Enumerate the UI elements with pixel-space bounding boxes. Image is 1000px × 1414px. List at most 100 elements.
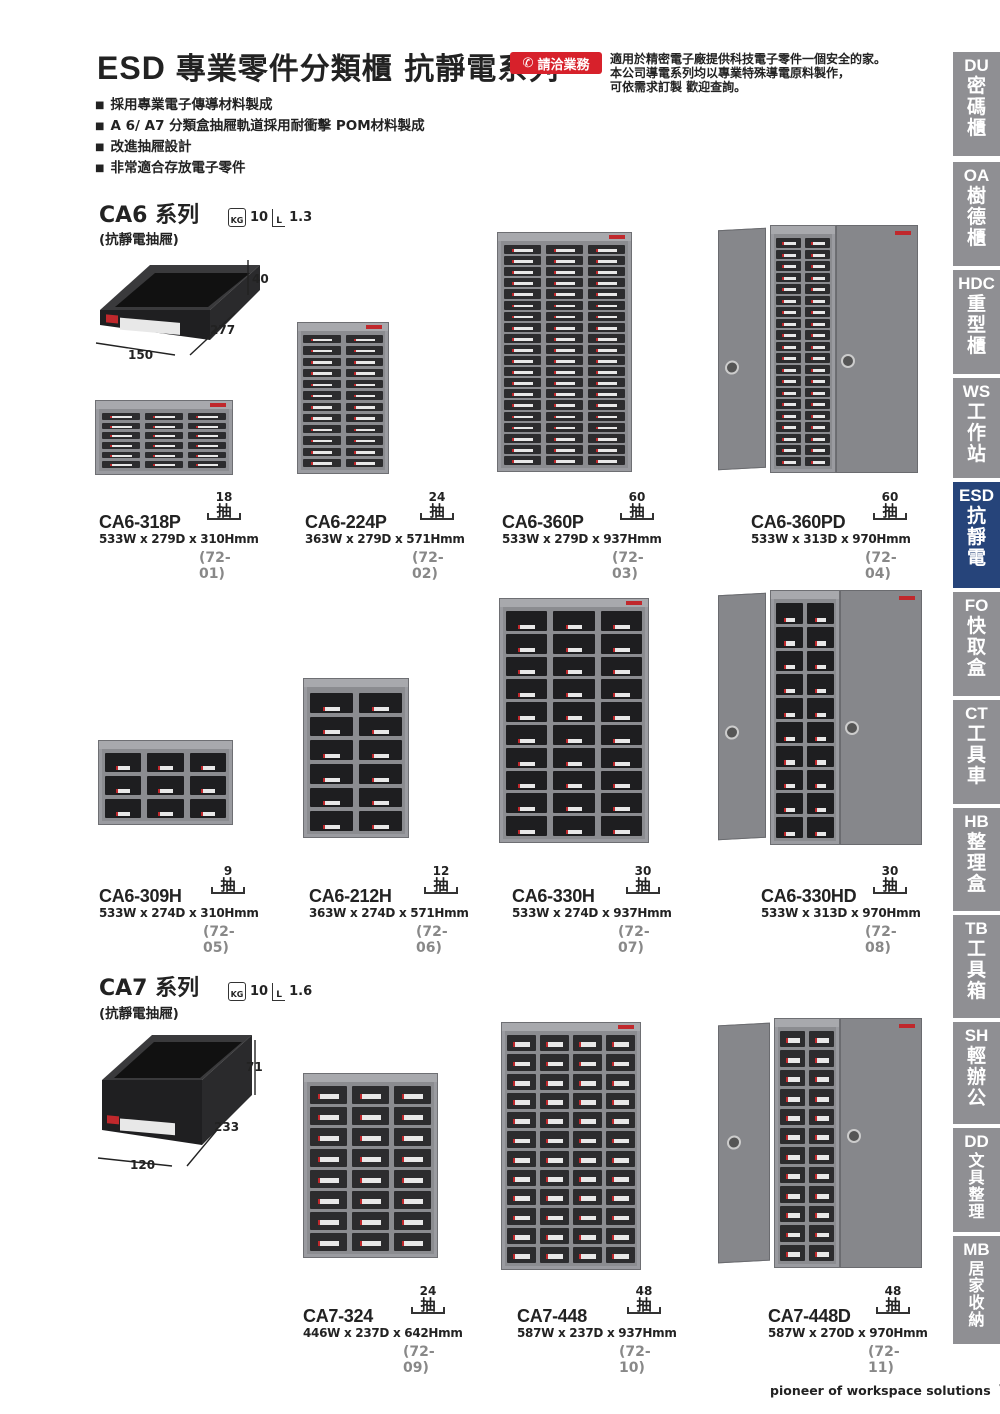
drawer [506, 747, 548, 768]
drawer [359, 716, 402, 737]
cabinet-door-left [718, 1022, 770, 1264]
drawer [359, 740, 402, 760]
cabinet-door-right [840, 590, 922, 845]
product-model: CA6-330H [512, 886, 595, 906]
drawer [776, 650, 803, 672]
drawer [540, 1169, 569, 1186]
drawer [573, 1035, 602, 1052]
drawer [145, 432, 183, 439]
drawer [805, 249, 830, 259]
drawer [188, 413, 226, 420]
drawer [588, 378, 625, 388]
drawer [600, 770, 642, 791]
feature-item: A 6/ A7 分類盒抽屜軌道採用耐衝擊 POM材料製成 [95, 116, 424, 137]
drawer [776, 341, 801, 351]
drawer [776, 376, 801, 386]
drawer [507, 1246, 536, 1263]
drawer [805, 295, 830, 305]
drawer [345, 368, 383, 377]
drawer [546, 389, 583, 399]
drawer [507, 1073, 536, 1090]
drawer [310, 693, 353, 713]
drawer [507, 1092, 536, 1109]
drawer [345, 380, 383, 389]
drawer [310, 1128, 347, 1146]
drawer [809, 1186, 834, 1203]
ca7-tray-illustration [97, 1035, 256, 1167]
drawer [780, 1166, 805, 1184]
drawer [553, 816, 595, 836]
drawer [780, 1108, 805, 1126]
drawer [606, 1131, 635, 1148]
drawer-unit: 抽 [876, 1298, 910, 1314]
drawer [553, 656, 595, 677]
product-model: CA6-224P [305, 512, 387, 532]
drawer [546, 322, 583, 332]
drawer [147, 776, 184, 795]
drawer [553, 702, 595, 722]
drawer-grid [776, 238, 830, 466]
drawer [102, 441, 140, 449]
tab-code: CT [965, 704, 988, 723]
drawer-grid [102, 413, 226, 468]
drawer [394, 1170, 431, 1188]
title-text: 專業零件分類櫃 抗靜電系列 [175, 52, 560, 87]
drawer [588, 344, 625, 354]
drawer [606, 1246, 635, 1263]
drawer [303, 425, 341, 434]
drawer [573, 1227, 602, 1244]
drawer-count-value: 60 [881, 490, 899, 504]
tab-label: 密碼櫃 [966, 75, 986, 139]
drawer-count-value: 9 [223, 864, 233, 878]
drawer [805, 341, 830, 351]
tab-code: SH [964, 1026, 989, 1045]
drawer [546, 344, 583, 354]
drawer-grid [303, 335, 383, 467]
drawer [303, 335, 341, 344]
drawer [807, 674, 834, 696]
series-description: 適用於精密電子廠提供科技電子零件一個安全的家。 本公司導電系列均以專業特殊導電原… [610, 52, 940, 94]
drawer [600, 724, 642, 745]
cabinet-door-left [718, 592, 766, 841]
product-code: (72-11) [868, 1344, 900, 1376]
product-model: CA6-309H [99, 886, 182, 906]
drawer [546, 444, 583, 454]
drawer [188, 441, 226, 449]
drawer [102, 461, 140, 468]
drawer [600, 747, 642, 768]
brand-logo [210, 403, 226, 407]
weight-value: 10 [250, 984, 269, 999]
drawer [809, 1108, 834, 1126]
drawer [303, 380, 341, 389]
drawer [345, 413, 383, 422]
cabinet-ca7-448 [501, 1022, 641, 1270]
page-number: 72 [999, 1381, 1000, 1399]
drawer [776, 626, 803, 648]
drawer-count-value: 24 [419, 1284, 437, 1298]
ca6-series-title: CA6 系列 [99, 203, 200, 228]
drawer [310, 1107, 347, 1125]
drawer [546, 400, 583, 410]
drawer [588, 267, 625, 277]
drawer [600, 611, 642, 631]
weight-value: 10 [250, 210, 269, 225]
badge-label: 請洽業務 [537, 57, 590, 73]
drawer [606, 1054, 635, 1071]
drawer [352, 1086, 389, 1104]
drawer-grid [310, 693, 402, 831]
ca6-tray-width: 150 [128, 348, 154, 362]
